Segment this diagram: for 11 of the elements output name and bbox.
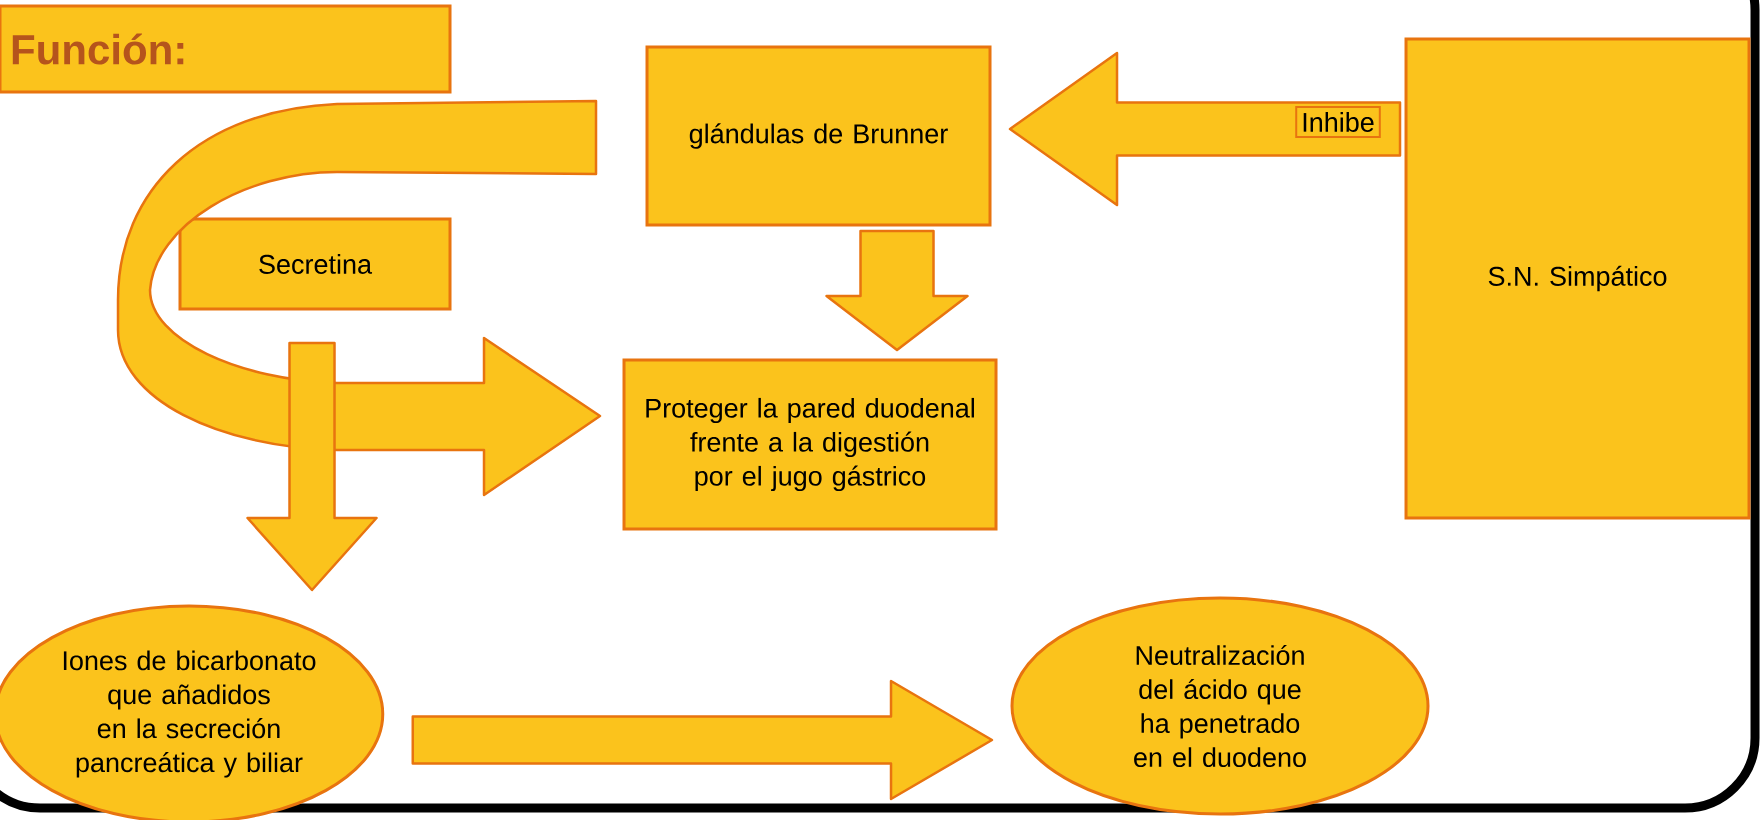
title-box: Función: bbox=[0, 4, 452, 94]
text-box: Proteger la pared duodenal frente a la digestión por el jugo gástrico bbox=[622, 358, 998, 531]
block-arrow bbox=[411, 679, 994, 801]
block-arrow bbox=[1008, 51, 1402, 207]
text-box: glándulas de Brunner bbox=[645, 45, 992, 227]
curved-block-arrow bbox=[116, 99, 602, 497]
text-box: Secretina bbox=[178, 217, 452, 311]
block-arrow bbox=[246, 341, 378, 592]
text-box: S.N. Simpático bbox=[1404, 37, 1751, 520]
edge-label: Inhibe bbox=[1295, 106, 1381, 138]
block-arrow bbox=[825, 229, 969, 352]
